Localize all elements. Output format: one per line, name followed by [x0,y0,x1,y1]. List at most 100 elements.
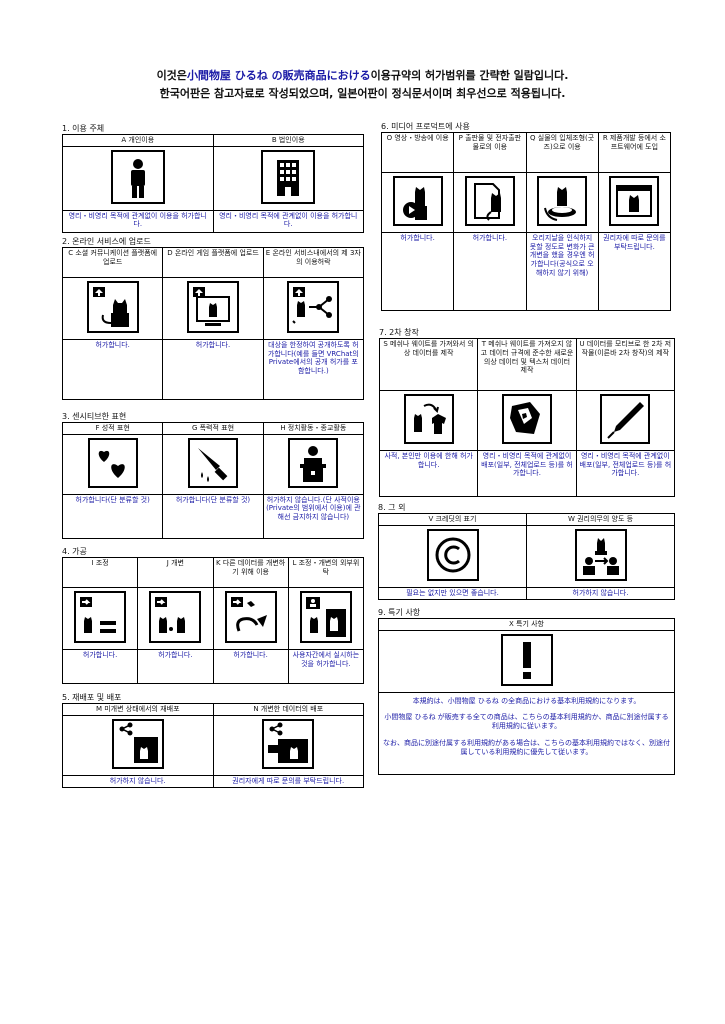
transform-icon [224,591,277,643]
section-table: V 크레딧의 표기 W 권리의무의 양도 등 필요는 없지만 있으면 좋습니다.… [378,513,675,600]
section-title: 7. 2차 창작 [379,328,419,337]
section-title: 1. 이용 주체 [62,124,105,133]
section-title: 3. 센시티브한 표현 [62,412,127,421]
pen-icon [600,394,651,444]
item-note: 허가합니다(단 분류할 것) [61,493,164,539]
item-note: 사용자간에서 실시하는 것을 허가합니다. [287,648,365,684]
item-note: 허가합니다. [162,338,264,400]
podium-icon [288,437,339,488]
section-table: A 개인이용 B 법인이용 영리・비영리 목적에 관계없이 이용을 허가합니다.… [62,134,364,233]
item-note: 허가합니다. [61,648,139,684]
item-label: L 조정・개변의 외부위탁 [287,557,365,588]
section-usage-subject: 1. 이용 주체 A 개인이용 B 법인이용 영리・비영리 목적에 관계없이 이… [62,123,364,233]
item-note: 허가하지 않습니다.(단 사적이용(Private의 범위에서 이용)에 관해선… [262,493,365,539]
item-note: 영리・비영리 목적에 관계없이 이용을 허가합니다. [62,209,214,233]
item-label: G 폭력적 표현 [162,422,264,435]
item-label: E 온라인 서비스내에서의 제 3자의 이용허락 [262,247,365,278]
item-label: H 정치활동・종교활동 [262,422,365,435]
item-label: P 출판물 및 전자출판물로의 이용 [453,132,527,173]
fabric-icon [501,394,552,444]
section-table: S 메쉬나 웨이트를 가져와서 의상 데이터를 제작 T 메쉬나 웨이트를 가져… [378,338,676,497]
item-label: X 특기 사항 [378,618,675,631]
item-note: 허가합니다. [453,231,527,311]
section-media-products: 6. 미디어 프로덕트에 사용 O 영상・방송에 이용 P 출판물 및 전자출판… [380,121,672,311]
item-note: 허가합니다(단 분류할 것) [162,493,264,539]
section-title: 6. 미디어 프로덕트에 사용 [381,122,470,131]
section-title: 9. 특기 사항 [378,608,421,617]
clothes-icon [403,394,454,444]
section-special-notes: 9. 특기 사항 X 특기 사항 本規約は、小間物屋 ひるね の全商品における基… [378,607,675,775]
item-note: 허가합니다. [61,338,164,400]
item-note: 오리지날을 인식하지 못할 정도로 변화가 큰 개변을 했을 경우엔 허가합니다… [525,231,599,311]
section-table: O 영상・방송에 이용 P 출판물 및 전자출판물로의 이용 Q 실물의 입체조… [380,132,672,311]
redistribute-icon [111,718,164,769]
document-icon [464,176,515,226]
section-table: I 조정 J 개변 K 다른 데이터를 개변하기 위해 이용 L 조정・개변의 … [61,557,365,684]
item-label: O 영상・방송에 이용 [380,132,455,173]
section-table: M 미개변 상태에서의 재배포 N 개변한 데이터의 배포 허가하지 않습니다.… [62,703,364,788]
item-note: 권리자에게 따로 문의를 부탁드립니다. [212,774,364,788]
video-icon [392,176,443,226]
section-sensitive-expression: 3. 센시티브한 표현 F 성적 표현 G 폭력적 표현 H 정치활동・종교활동… [61,411,365,539]
hearts-icon [87,437,138,488]
item-note: 허가하지 않습니다. [526,586,675,600]
share-cat-icon [287,281,340,333]
outsource-icon [299,591,352,643]
section-table: F 성적 표현 G 폭력적 표현 H 정치활동・종교활동 허가합니다(단 분류할… [61,422,365,539]
building-icon [261,149,316,204]
header-prefix: 이것은 [156,69,187,82]
section-title: 4. 가공 [62,547,87,556]
item-note: 권리자에 따로 문의를 부탁드립니다. [597,231,672,311]
item-note: 대상을 한정하여 공개하도록 허가합니다(예를 들면 VRChat의 Priva… [262,338,365,400]
section-title: 2. 온라인 서비스에 업로드 [62,237,151,246]
section-table: X 특기 사항 本規約は、小間物屋 ひるね の全商品における基本利用規約になりま… [378,618,675,775]
item-label: F 성적 표현 [61,422,164,435]
special-note-1: 本規約は、小間物屋 ひるね の全商品における基本利用規約になります。 [412,696,641,705]
distribute-modified-icon [262,718,315,769]
adjust-icon [74,591,127,643]
item-note: 허가하지 않습니다. [62,774,214,788]
section-redistribution: 5. 재배포 및 배포 M 미개변 상태에서의 재배포 N 개변한 데이터의 배… [62,692,364,788]
person-icon [110,149,165,204]
item-label: S 메쉬나 웨이트를 가져와서 의상 데이터를 제작 [378,338,479,391]
item-label: K 다른 데이터를 개변하기 위해 이용 [212,557,289,588]
special-note-2: 小間物屋 ひるね が販売する全ての商品は、こちらの基本利用規約か、商品に別途付属… [384,713,669,730]
header-line-2: 한국어판은 참고자료로 작성되었으며, 일본어판이 정식문서이며 최우선으로 적… [159,87,566,100]
item-note: 영리・비영리 목적에 관계없이 이용을 허가합니다. [212,209,364,233]
item-note: 사적, 본인만 이용에 한해 허가합니다. [378,449,479,497]
item-label: A 개인이용 [62,134,214,147]
item-label: W 권리의무의 양도 등 [526,513,675,526]
item-note: 영리・비영리 목적에 관계없이 배포(일부, 전체업로드 등)를 허가합니다. [575,449,676,497]
special-note-3: なお、商品に別途付属する利用規約がある場合は、こちらの基本利用規約ではなく、別途… [383,738,670,756]
item-label: I 조정 [61,557,139,588]
item-label: Q 실물의 입체조형(굿즈)으로 이용 [525,132,599,173]
item-note: 허가합니다. [380,231,455,311]
item-label: V 크레딧의 표기 [378,513,527,526]
section-processing: 4. 가공 I 조정 J 개변 K 다른 데이터를 개변하기 위해 이용 L 조… [61,546,365,684]
section-derivative-works: 7. 2차 창작 S 메쉬나 웨이트를 가져와서 의상 데이터를 제작 T 메쉬… [378,327,676,497]
header-line-1: 이것은小間物屋 ひるね の販売商品における이용규약의 허가범위를 간략한 일람입… [0,67,725,83]
copyright-icon [426,528,479,581]
item-label: M 미개변 상태에서의 재배포 [62,703,214,716]
modify-icon [149,591,202,643]
software-icon [609,176,660,226]
section-online-upload: 2. 온라인 서비스에 업로드 C 소셜 커뮤니케이션 플랫폼에 업로드 D 온… [61,236,365,400]
header-suffix: 이용규약의 허가범위를 간략한 일람입니다. [370,69,569,82]
item-note: 영리・비영리 목적에 관계없이 배포(일부, 전체업로드 등)를 허가합니다. [477,449,577,497]
item-label: U 데이터를 모티브로 한 2차 저작물(이른바 2차 창작)의 제작 [575,338,676,391]
item-note: 필요는 없지만 있으면 좋습니다. [378,586,527,600]
knife-icon [187,437,238,488]
section-title: 8. 그 외 [378,503,406,512]
item-label: B 법인이용 [212,134,364,147]
item-note: 허가합니다. [137,648,214,684]
item-label: D 온라인 게임 플랫폼에 업로드 [162,247,264,278]
section-title: 5. 재배포 및 배포 [62,693,122,702]
item-label: C 소셜 커뮤니케이션 플랫폼에 업로드 [61,247,164,278]
exclamation-icon [500,633,553,686]
figure-icon [537,176,588,226]
upload-cat-icon [86,281,139,333]
item-label: N 개변한 데이터의 배포 [212,703,364,716]
section-others: 8. 그 외 V 크레딧의 표기 W 권리의무의 양도 등 필요는 없지만 있으… [378,502,675,600]
item-note: 허가합니다. [212,648,289,684]
section-table: C 소셜 커뮤니케이션 플랫폼에 업로드 D 온라인 게임 플랫폼에 업로드 E… [61,247,365,400]
